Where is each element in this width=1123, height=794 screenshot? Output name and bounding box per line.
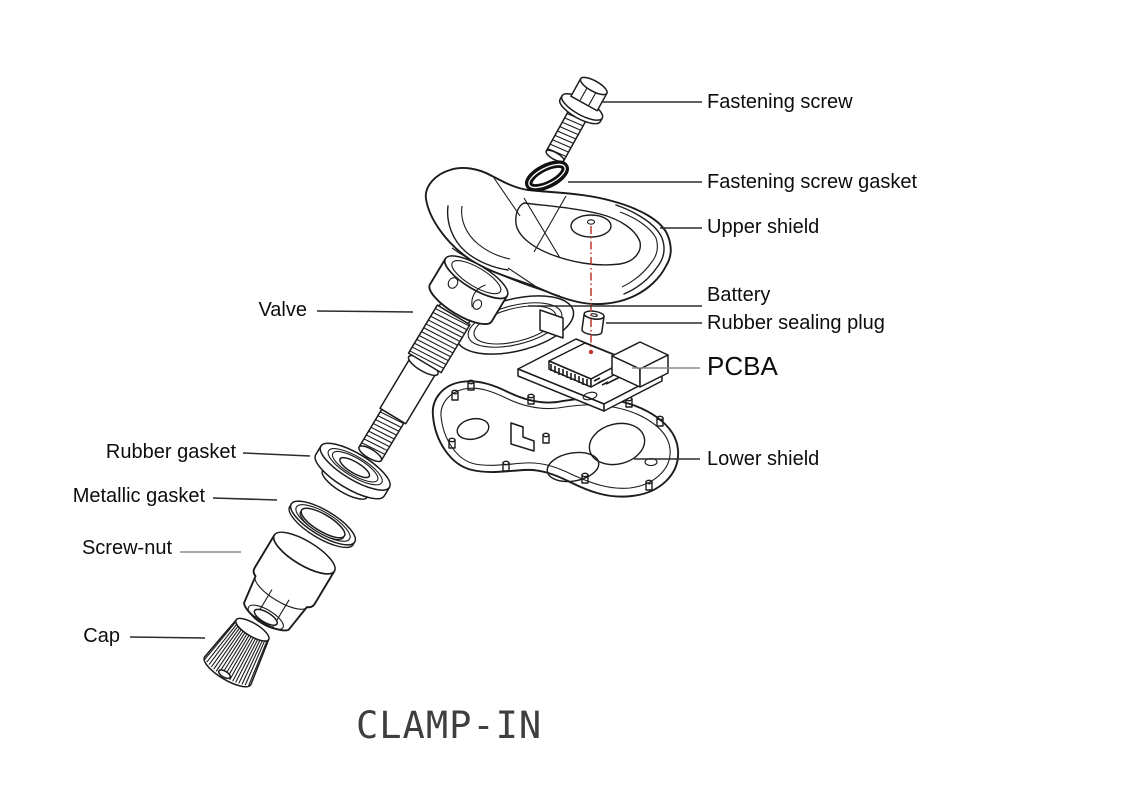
leader-metallic-gasket bbox=[212, 497, 278, 501]
valve-drawing bbox=[358, 255, 575, 463]
cap-drawing bbox=[203, 617, 270, 688]
label-screw-nut: Screw-nut bbox=[81, 537, 172, 559]
label-upper-shield: Upper shield bbox=[707, 216, 820, 238]
screw-nut-drawing bbox=[243, 531, 336, 632]
pcba-drawing bbox=[517, 338, 669, 412]
leader-valve bbox=[316, 310, 414, 313]
diagram-title: CLAMP-IN bbox=[356, 704, 543, 747]
center-line-end-dot bbox=[588, 349, 594, 355]
fastening-screw-gasket-drawing bbox=[525, 160, 569, 192]
label-lower-shield: Lower shield bbox=[707, 448, 820, 470]
label-rubber-sealing-plug: Rubber sealing plug bbox=[707, 312, 885, 334]
leader-cap bbox=[129, 636, 206, 639]
rubber-gasket-drawing bbox=[314, 442, 391, 500]
leader-lines bbox=[129, 101, 702, 639]
center-line bbox=[588, 226, 594, 355]
label-pcba: PCBA bbox=[707, 351, 778, 381]
label-valve: Valve bbox=[258, 299, 307, 321]
label-fastening-screw: Fastening screw bbox=[707, 91, 853, 113]
upper-shield-drawing bbox=[424, 167, 672, 305]
lower-shield-drawing bbox=[431, 379, 679, 498]
label-battery: Battery bbox=[707, 284, 771, 306]
label-metallic-gasket: Metallic gasket bbox=[72, 485, 205, 507]
leader-rubber-gasket bbox=[242, 452, 311, 457]
fastening-screw-drawing bbox=[545, 76, 608, 163]
rubber-sealing-plug-drawing bbox=[581, 310, 605, 336]
label-fastening-screw-gasket: Fastening screw gasket bbox=[707, 171, 918, 193]
metallic-gasket-drawing bbox=[288, 500, 357, 549]
label-cap: Cap bbox=[83, 625, 120, 647]
label-rubber-gasket: Rubber gasket bbox=[105, 441, 236, 463]
